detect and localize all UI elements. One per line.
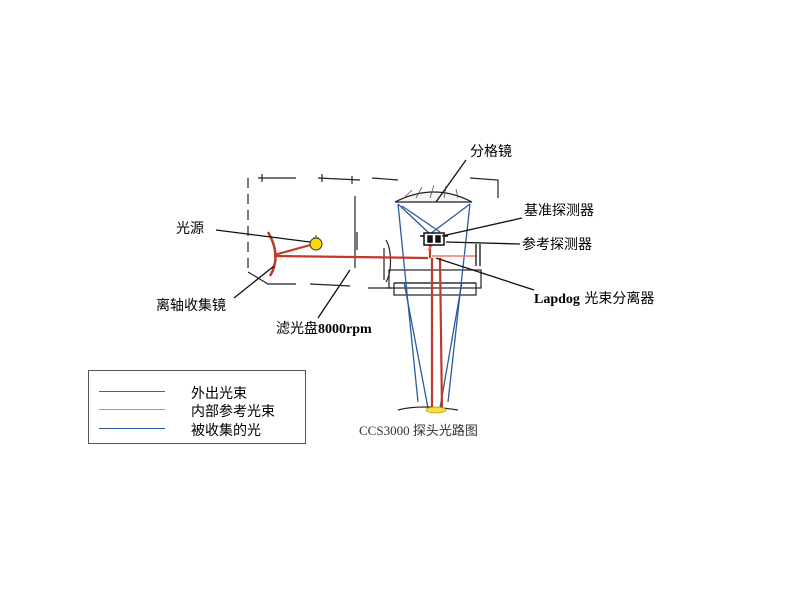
label-reference-detector: 参考探测器 [522,237,592,253]
detector-block [420,232,448,246]
legend-swatch-outgoing [99,391,165,392]
probe-housing-outline [247,174,499,296]
light-source [309,235,323,251]
outgoing-beam [273,242,444,411]
legend-swatch-collected [99,428,165,429]
legend-item-outgoing: 外出光束 [89,383,305,402]
label-light-source: 光源 [176,221,204,237]
legend-item-collected: 被收集的光 [89,420,305,439]
label-filter-wheel-name: 滤光盘 [276,321,318,337]
label-beam-splitter-name: 光束分离器 [584,291,655,307]
legend-label-reference: 内部参考光束 [191,404,275,420]
legend-item-reference: 内部参考光束 [89,401,305,420]
partition-mirror [394,184,473,203]
legend-label-outgoing: 外出光束 [191,386,247,402]
label-beam-splitter-brand: Lapdog [534,292,580,307]
reference-beam [427,245,476,257]
reference-detector-plate [475,244,481,266]
legend-label-collected: 被收集的光 [191,423,261,439]
label-filter-wheel-speed: 8000rpm [318,322,372,337]
legend-swatch-reference [99,409,165,410]
label-beam-splitter: Lapdog 光束分离器 [534,292,654,307]
sample-surface [397,406,459,414]
label-base-detector: 基准探测器 [524,203,594,219]
leader-lines [215,159,535,319]
label-collection-mirror: 离轴收集镜 [156,298,226,314]
filter-wheel [383,239,392,283]
label-partition-mirror: 分格镜 [470,144,512,160]
collected-light-rays [397,203,471,409]
label-filter-wheel: 滤光盘8000rpm [276,322,372,337]
diagram-caption: CCS3000 探头光路图 [359,423,478,438]
legend: 外出光束 内部参考光束 被收集的光 [88,370,306,444]
